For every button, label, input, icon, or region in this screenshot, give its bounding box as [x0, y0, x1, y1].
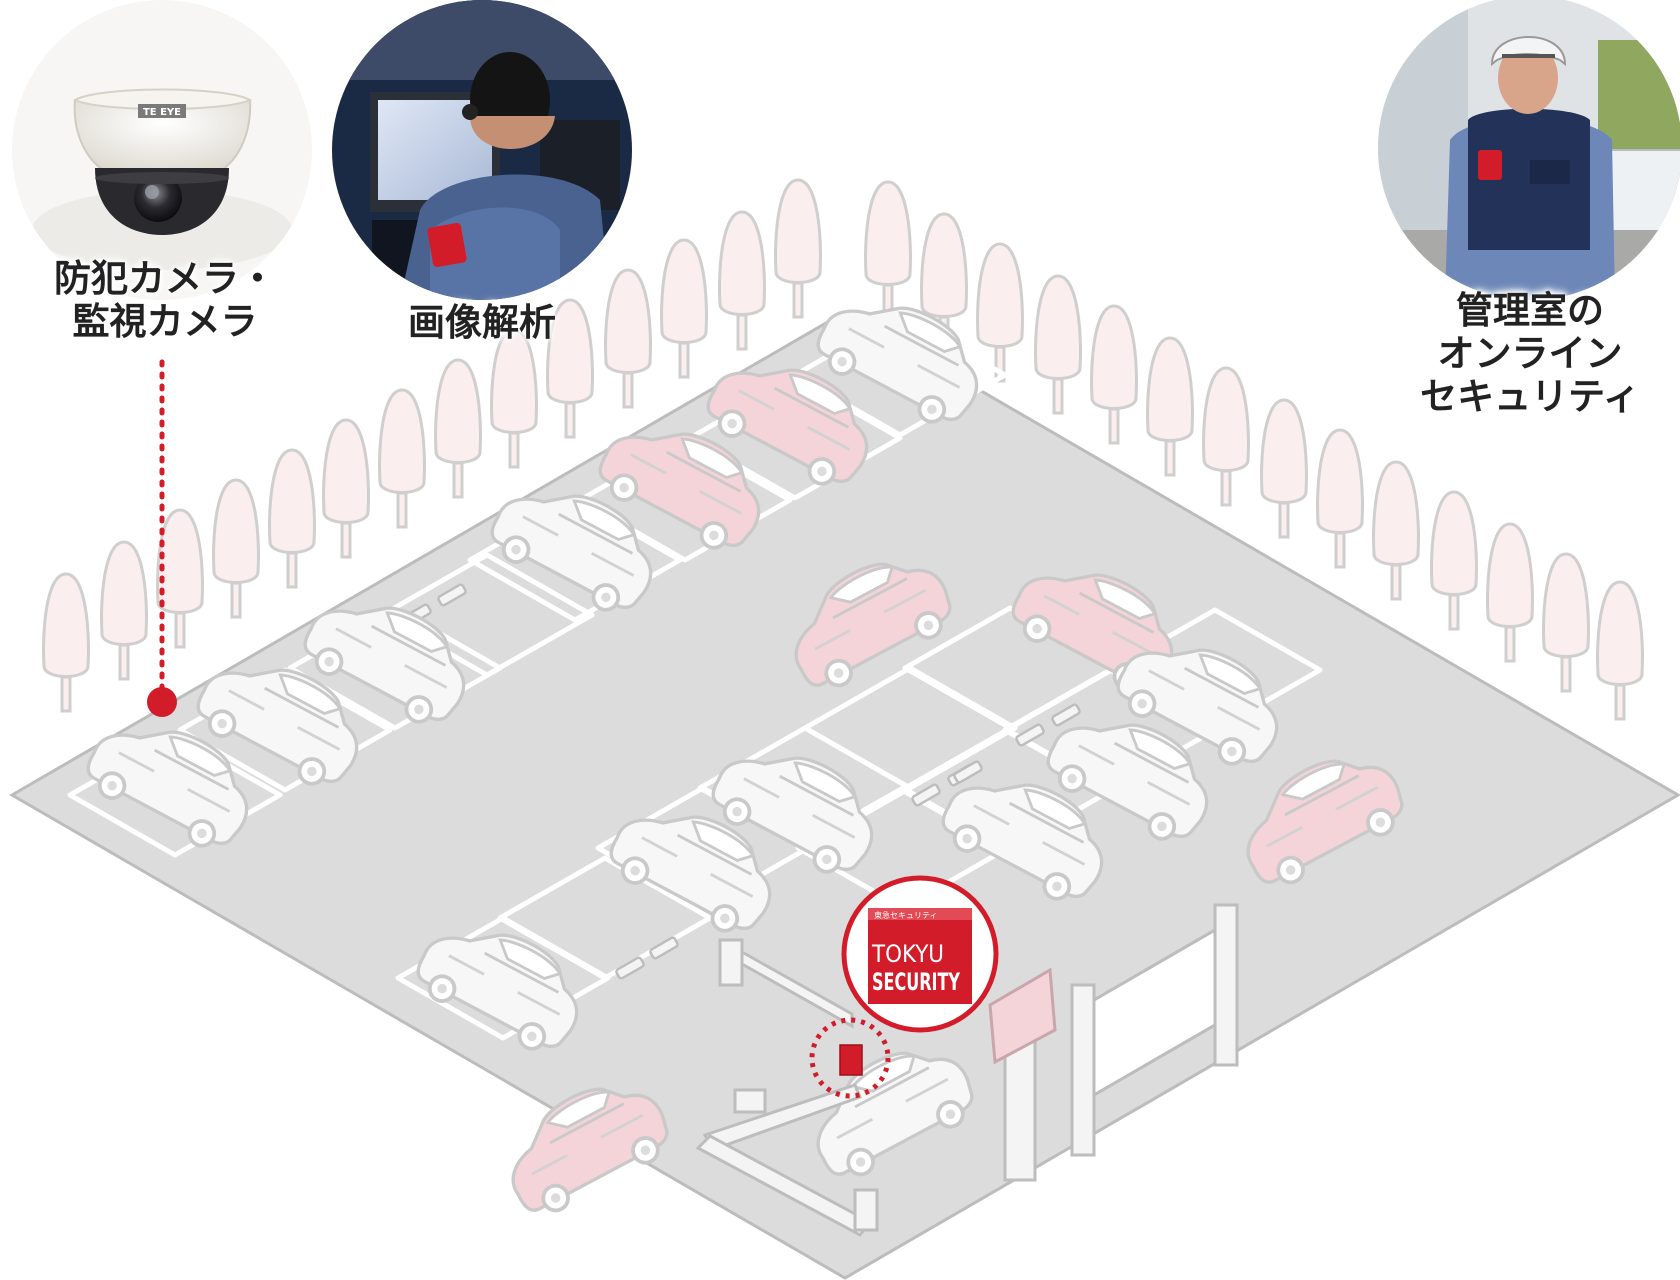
camera-label-line2: 監視カメラ	[72, 299, 258, 343]
camera-brand-text: TE EYE	[143, 107, 181, 118]
camera-location-dot	[147, 687, 177, 717]
logo-small-text: 東急セキュリティ	[874, 910, 938, 920]
camera-label-line1: 防犯カメラ・	[54, 257, 276, 300]
camera-brand-plate	[138, 104, 186, 118]
guard-photo	[1378, 0, 1680, 300]
logo-line2: SECURITY	[872, 968, 960, 996]
online-label-line1: 管理室の	[1456, 289, 1604, 332]
gate-highlight-circle	[809, 1017, 891, 1099]
tokyu-security-logo: 東急セキュリティ TOKYU SECURITY	[841, 875, 999, 1033]
logo-line1: TOKYU	[871, 940, 944, 968]
camera-photo: TE EYE	[12, 0, 312, 300]
analysis-label-text: 画像解析	[408, 301, 556, 344]
camera-label: 防犯カメラ・ 監視カメラ	[30, 257, 300, 344]
online-label-line3: セキュリティ	[1420, 374, 1640, 418]
online-security-label: 管理室の オンライン セキュリティ	[1395, 289, 1665, 419]
operator-photo	[332, 0, 632, 300]
online-label-line2: オンライン	[1437, 331, 1623, 375]
analysis-label: 画像解析	[372, 301, 592, 345]
gate-logo-sign	[839, 1044, 863, 1076]
entrance-gate	[695, 903, 1239, 1237]
